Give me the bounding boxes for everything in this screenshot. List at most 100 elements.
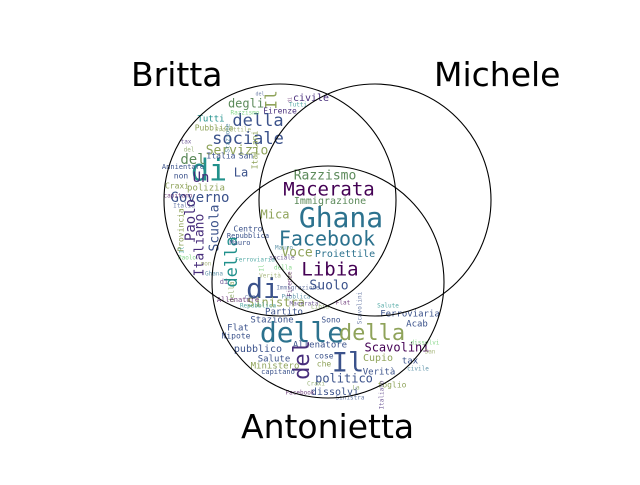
word-63: Italia bbox=[207, 152, 236, 161]
set-circle-michele bbox=[258, 83, 492, 317]
label-britta: Britta bbox=[131, 55, 223, 94]
filler-word-41: Immigrazione bbox=[276, 285, 320, 292]
word-17: polizia bbox=[187, 184, 225, 194]
word-62: Annientare bbox=[162, 163, 204, 171]
set-circle-britta bbox=[163, 83, 397, 317]
word-56: capitano bbox=[261, 368, 295, 376]
filler-word-31: Craxi bbox=[307, 381, 325, 388]
word-46: Allenatore bbox=[293, 341, 347, 351]
filler-word-29: civile bbox=[407, 366, 429, 373]
word-13: Scuola bbox=[208, 205, 223, 252]
filler-word-33: Sinistra bbox=[336, 395, 365, 402]
word-55: politico bbox=[315, 372, 373, 386]
word-18: non bbox=[174, 172, 189, 181]
word-38: delle bbox=[260, 316, 344, 349]
word-59: Centro bbox=[234, 225, 263, 234]
word-22: Macerata bbox=[283, 179, 375, 201]
word-7: del bbox=[180, 152, 205, 168]
word-3: degli bbox=[228, 97, 264, 111]
word-54: Verità bbox=[363, 368, 396, 378]
word-4: Il bbox=[262, 90, 281, 109]
filler-word-26: Salute bbox=[377, 303, 399, 310]
filler-word-19: della bbox=[274, 265, 292, 272]
word-25: Ghana bbox=[299, 201, 383, 234]
filler-word-28: San bbox=[425, 349, 436, 356]
word-53: che bbox=[317, 360, 332, 369]
word-0: di bbox=[191, 154, 227, 189]
filler-word-36: Verità bbox=[259, 273, 281, 280]
word-6: Servizio bbox=[206, 144, 269, 159]
word-45: pubblico bbox=[234, 344, 282, 355]
filler-word-27: dissolvi bbox=[411, 340, 440, 347]
filler-word-32: Facebook bbox=[286, 390, 315, 397]
word-36: Flat bbox=[227, 324, 249, 334]
filler-word-14: di bbox=[220, 278, 228, 286]
filler-word-2: Tutti bbox=[289, 102, 307, 109]
word-24: Mica bbox=[261, 208, 290, 222]
filler-word-3: Razzismo bbox=[231, 110, 260, 117]
word-27: Voce bbox=[281, 246, 312, 261]
word-16: Firenze bbox=[263, 107, 297, 116]
word-21: Razzismo bbox=[294, 169, 357, 184]
filler-word-23: Libia bbox=[311, 304, 329, 311]
filler-word-20: Un bbox=[287, 272, 294, 280]
word-15: Pubblica bbox=[195, 124, 234, 133]
word-61: Mauro bbox=[229, 239, 250, 247]
word-40: Ferroviaria bbox=[380, 310, 440, 320]
word-52: cose bbox=[314, 352, 333, 361]
label-michele: Michele bbox=[434, 55, 561, 94]
filler-word-12: non bbox=[201, 261, 212, 268]
filler-word-8: capitano bbox=[164, 193, 193, 200]
filler-word-39: La bbox=[352, 385, 360, 392]
filler-word-16: Allenatore bbox=[217, 296, 259, 304]
filler-word-5: Stazione bbox=[225, 123, 232, 152]
word-31: della bbox=[222, 236, 242, 287]
filler-word-11: Paolo bbox=[178, 255, 196, 262]
word-39: della bbox=[339, 321, 405, 346]
word-48: Cupio bbox=[363, 353, 393, 364]
word-26: Facebook bbox=[279, 227, 375, 251]
filler-word-13: Ghana bbox=[205, 271, 223, 278]
word-41: Acab bbox=[406, 320, 428, 330]
filler-word-38: sociale bbox=[269, 255, 295, 262]
word-9: La bbox=[234, 166, 248, 180]
filler-word-17: che bbox=[245, 294, 256, 301]
filler-word-24: Flat bbox=[336, 300, 351, 307]
word-50: Salute bbox=[258, 355, 291, 365]
filler-word-9: Italia bbox=[173, 203, 195, 210]
word-64: San bbox=[239, 152, 254, 161]
word-58: foglio bbox=[378, 381, 407, 390]
filler-word-4: Proiettile bbox=[215, 127, 252, 134]
filler-word-10: Il bbox=[179, 246, 186, 254]
word-14: Tutti bbox=[197, 115, 224, 125]
word-35: Stazione bbox=[250, 316, 293, 326]
word-11: Paolo bbox=[183, 199, 199, 241]
word-43: Scavolini bbox=[364, 341, 429, 355]
filler-word-21: Pubblica bbox=[282, 294, 311, 301]
label-antonietta: Antonietta bbox=[241, 407, 415, 446]
word-60: Repubblica bbox=[227, 232, 269, 240]
filler-word-25: Scavolini bbox=[357, 291, 364, 324]
word-28: Proiettile bbox=[315, 249, 375, 260]
filler-word-6: tax bbox=[181, 139, 192, 146]
word-57: dissolvi bbox=[311, 387, 359, 398]
filler-word-30: Italiano bbox=[379, 380, 386, 409]
filler-word-34: Ferroviaria bbox=[235, 257, 275, 264]
word-37: Nipote bbox=[222, 332, 251, 341]
filler-word-18: Repubblica bbox=[240, 303, 277, 310]
filler-word-0: di bbox=[288, 97, 294, 103]
word-8: Un bbox=[193, 170, 210, 186]
filler-word-40: Firenze bbox=[287, 271, 294, 297]
word-51: Ministero bbox=[251, 362, 300, 372]
word-20: Provincia bbox=[177, 208, 186, 252]
word-2: sociale bbox=[212, 129, 284, 149]
word-1: della bbox=[232, 111, 283, 131]
word-19: Craxi bbox=[165, 182, 189, 191]
word-49: del bbox=[290, 340, 315, 380]
filler-word-22: Macerata bbox=[290, 301, 319, 308]
filler-word-35: Il bbox=[259, 264, 266, 272]
word-12: Italiano bbox=[193, 214, 208, 277]
word-33: Sinistra bbox=[247, 296, 305, 310]
